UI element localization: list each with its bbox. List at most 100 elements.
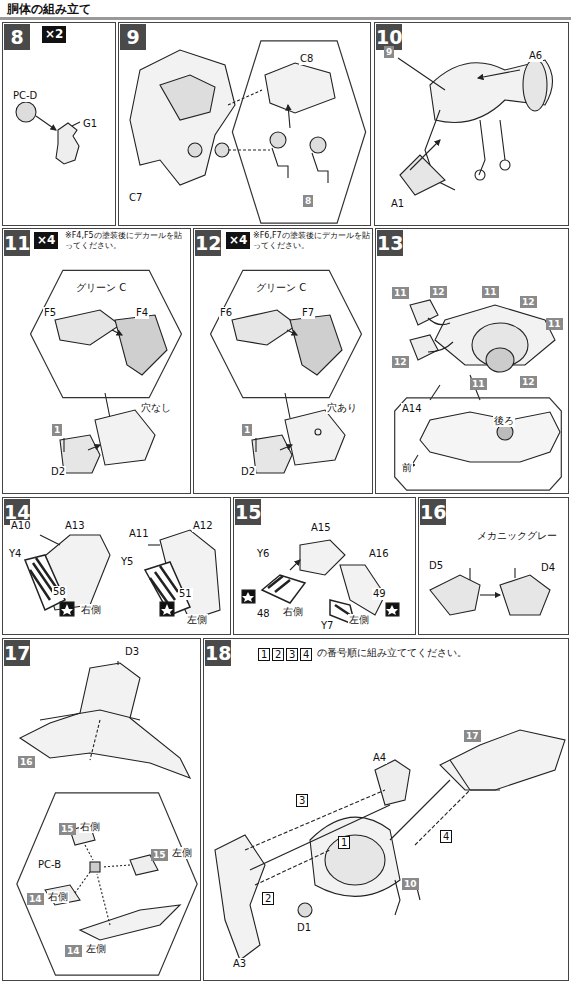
order-number: 4 bbox=[300, 648, 312, 661]
part-label: C7 bbox=[128, 192, 143, 204]
inset-outline bbox=[15, 791, 199, 977]
part-label: A12 bbox=[192, 520, 214, 532]
order-number: 3 bbox=[296, 794, 308, 807]
step-panel: 11 グリーン C F5 F4 bbox=[2, 228, 191, 494]
step-number: 11 bbox=[4, 230, 30, 256]
part-label: A4 bbox=[372, 752, 387, 764]
order-number: 2 bbox=[262, 892, 274, 905]
part-label: Y6 bbox=[256, 548, 270, 560]
part-label: 穴あり bbox=[326, 402, 358, 414]
inset-outline bbox=[231, 39, 367, 225]
part-label: 左側 bbox=[85, 943, 107, 955]
step-panel: 18 bbox=[203, 638, 569, 981]
callout-number: 8 bbox=[303, 195, 313, 207]
part-label: 右側 bbox=[47, 891, 69, 903]
callout-number: 11 bbox=[470, 378, 487, 390]
part-label: A14 bbox=[401, 403, 423, 415]
part-label: Y5 bbox=[120, 556, 134, 568]
inset-frame: A14 後ろ前 bbox=[393, 397, 563, 491]
part-label: 穴なし bbox=[140, 402, 172, 414]
callout-number: 11 bbox=[546, 318, 563, 330]
step-number: 18 bbox=[205, 640, 231, 666]
callout-number: 15 bbox=[151, 849, 168, 861]
step-number: 13 bbox=[377, 230, 403, 256]
part-label: D5 bbox=[428, 560, 444, 572]
part-label: A3 bbox=[232, 958, 247, 970]
callout-number: 17 bbox=[464, 730, 481, 742]
part-label: 49 bbox=[372, 588, 387, 600]
part-label: F6 bbox=[219, 307, 233, 319]
part-label: A11 bbox=[128, 528, 150, 540]
part-label: PC-B bbox=[37, 859, 62, 871]
part-label: 右側 bbox=[282, 606, 304, 618]
inset-frame: グリーン C F6 F7 bbox=[209, 269, 363, 399]
note-text: ※F4,F5の塗装後にデカールを貼ってください。 bbox=[64, 231, 184, 251]
step-number: 17 bbox=[4, 640, 30, 666]
callout-number: 12 bbox=[430, 286, 447, 298]
part-label: 48 bbox=[256, 608, 271, 620]
step-panel: 12 グリーン C F6 F7 bbox=[193, 228, 373, 494]
part-label: A6 bbox=[528, 50, 543, 62]
part-label: D2 bbox=[240, 466, 256, 478]
part-label: A16 bbox=[368, 548, 390, 560]
part-label: Y7 bbox=[320, 620, 334, 632]
order-number: 3 bbox=[286, 648, 298, 661]
part-label: メカニックグレー bbox=[476, 530, 558, 542]
part-label: グリーン C bbox=[255, 282, 307, 294]
inset-frame: グリーン C F5 F4 bbox=[29, 269, 183, 399]
callout-number: 12 bbox=[392, 356, 409, 368]
callout-number: 12 bbox=[520, 296, 537, 308]
order-number: 4 bbox=[440, 830, 452, 843]
part-label: G1 bbox=[82, 118, 98, 130]
part-label: 左側 bbox=[171, 847, 193, 859]
step-number: 16 bbox=[420, 499, 446, 525]
part-label: F4 bbox=[135, 307, 149, 319]
callout-number: 11 bbox=[392, 287, 409, 299]
part-label: A1 bbox=[390, 198, 405, 210]
part-label: D3 bbox=[124, 646, 140, 658]
part-label: F7 bbox=[301, 307, 315, 319]
quantity-mark: ×4 bbox=[226, 232, 250, 249]
callout-number: 15 bbox=[59, 823, 76, 835]
part-label: D2 bbox=[50, 466, 66, 478]
part-label: グリーン C bbox=[75, 282, 127, 294]
part-label: PC-D bbox=[12, 90, 38, 102]
step-panel: 8 bbox=[2, 22, 116, 226]
quantity-mark: ×2 bbox=[42, 26, 66, 43]
step-panel: 1715右側PC-B15左側14右側14左側 bbox=[2, 638, 201, 981]
quantity-mark: ×4 bbox=[34, 232, 58, 249]
part-label: 後ろ bbox=[493, 415, 515, 427]
part-label: 右側 bbox=[80, 604, 102, 616]
part-label: 右側 bbox=[79, 821, 101, 833]
part-label: A10 bbox=[10, 520, 32, 532]
part-label: 51 bbox=[178, 588, 193, 600]
note-text: ※F6,F7の塗装後にデカールを貼ってください。 bbox=[252, 231, 372, 251]
part-label: の番号順に組み立ててください。 bbox=[316, 647, 468, 659]
part-label: D4 bbox=[540, 562, 556, 574]
inset-frame: 15右側PC-B15左側14右側14左側 bbox=[15, 791, 199, 977]
callout-number: 14 bbox=[65, 945, 82, 957]
part-label: 58 bbox=[52, 586, 67, 598]
part-label: Y4 bbox=[8, 548, 22, 560]
part-label: 左側 bbox=[348, 614, 370, 626]
part-label: C8 bbox=[299, 53, 314, 65]
callout-number: 1 bbox=[52, 424, 62, 436]
step-number: 12 bbox=[195, 230, 221, 256]
part-label: D1 bbox=[296, 922, 312, 934]
step-number: 9 bbox=[120, 24, 146, 50]
part-label: A15 bbox=[310, 522, 332, 534]
part-label: F5 bbox=[43, 307, 57, 319]
order-number: 1 bbox=[258, 648, 270, 661]
order-number: 2 bbox=[272, 648, 284, 661]
callout-number: 11 bbox=[482, 286, 499, 298]
part-label: 前 bbox=[401, 462, 413, 474]
inset-frame: C8 8 bbox=[231, 39, 367, 225]
callout-number: 12 bbox=[520, 376, 537, 388]
section-title: 胴体の組み立て bbox=[6, 1, 92, 17]
callout-number: 10 bbox=[402, 878, 419, 890]
callout-number: 1 bbox=[242, 424, 252, 436]
part-label: A13 bbox=[64, 520, 86, 532]
callout-number: 9 bbox=[384, 46, 394, 58]
callout-number: 14 bbox=[27, 893, 44, 905]
